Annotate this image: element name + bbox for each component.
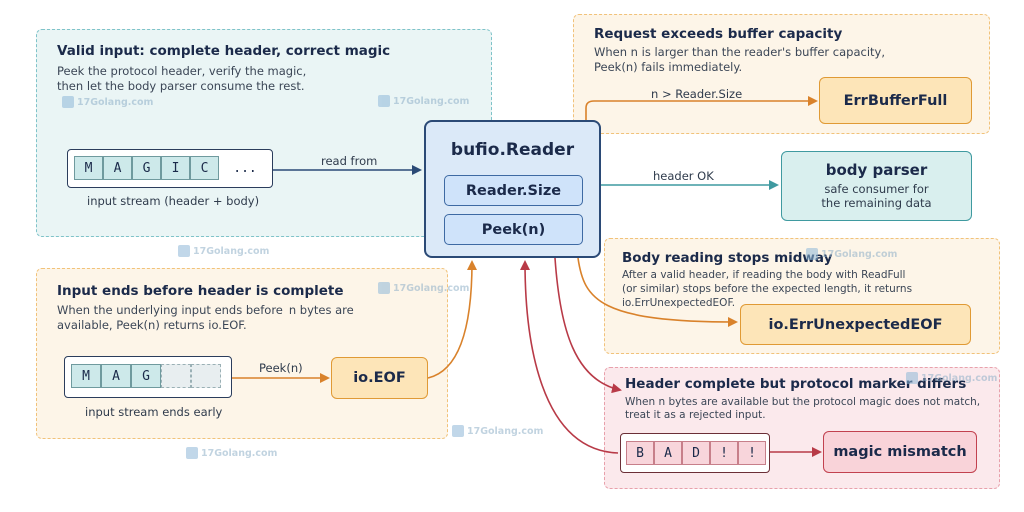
buffer-capacity-title: Request exceeds buffer capacity	[594, 26, 843, 42]
watermark-icon	[806, 248, 818, 260]
watermark-icon	[62, 96, 74, 108]
mismatch-title: Header complete but protocol marker diff…	[625, 376, 967, 392]
eof-return-arrow	[427, 260, 477, 379]
body-parser-title: body parser	[825, 161, 928, 179]
watermark-logo: 17Golang.com	[186, 447, 277, 459]
body-parser-desc: safe consumer for the remaining data	[821, 182, 932, 210]
eof-input-stream: M A G	[64, 356, 232, 398]
stream-byte: M	[74, 156, 103, 180]
stream-byte: G	[132, 156, 161, 180]
bufio-reader-title: bufio.Reader	[450, 140, 575, 160]
watermark-text: 17Golang.com	[201, 447, 278, 459]
stream-empty-byte	[161, 364, 191, 388]
mismatch-desc: When n bytes are available but the proto…	[625, 396, 981, 421]
watermark-logo: 17Golang.com	[906, 372, 997, 384]
bufio-reader-box: bufio.Reader Reader.Size Peek(n)	[424, 120, 601, 258]
watermark-icon	[378, 282, 390, 294]
body-midway-title: Body reading stops midway	[622, 250, 833, 266]
read-from-label: read from	[321, 154, 378, 168]
stream-ellipsis: ...	[233, 160, 257, 176]
unexpected-eof-arrow	[577, 257, 738, 327]
stream-byte: C	[190, 156, 219, 180]
buffer-condition-label: n > Reader.Size	[651, 87, 743, 101]
watermark-icon	[378, 95, 390, 107]
stream-byte: D	[682, 441, 710, 465]
stream-byte: A	[103, 156, 132, 180]
stream-byte: A	[654, 441, 682, 465]
watermark-text: 17Golang.com	[921, 372, 998, 384]
watermark-logo: 17Golang.com	[378, 282, 469, 294]
valid-input-panel: Valid input: complete header, correct ma…	[36, 29, 492, 237]
stream-empty-byte	[191, 364, 221, 388]
valid-input-desc: Peek the protocol header, verify the mag…	[57, 64, 307, 93]
stream-byte: A	[101, 364, 131, 388]
watermark-text: 17Golang.com	[467, 425, 544, 437]
err-unexpected-eof-box: io.ErrUnexpectedEOF	[740, 304, 971, 345]
bad-magic-stream: B A D ! !	[620, 433, 770, 473]
magic-mismatch-box: magic mismatch	[823, 431, 977, 473]
buffer-capacity-desc: When n is larger than the reader's buffe…	[594, 45, 885, 74]
stream-byte: !	[738, 441, 766, 465]
valid-input-stream: M A G I C ...	[67, 149, 273, 188]
stream-byte: M	[71, 364, 101, 388]
watermark-logo: 17Golang.com	[806, 248, 897, 260]
watermark-text: 17Golang.com	[77, 96, 154, 108]
watermark-text: 17Golang.com	[193, 245, 270, 257]
eof-desc: When the underlying input ends before n …	[57, 303, 354, 332]
stream-byte: B	[626, 441, 654, 465]
eof-panel: Input ends before header is complete Whe…	[36, 268, 448, 439]
stream-byte: I	[161, 156, 190, 180]
watermark-icon	[186, 447, 198, 459]
header-ok-label: header OK	[653, 169, 714, 183]
mismatch-entry-arrow	[554, 257, 622, 394]
buffer-full-arrow	[585, 96, 818, 120]
io-eof-box: io.EOF	[331, 357, 428, 399]
watermark-logo: 17Golang.com	[62, 96, 153, 108]
eof-title: Input ends before header is complete	[57, 283, 344, 299]
watermark-text: 17Golang.com	[393, 282, 470, 294]
watermark-icon	[906, 372, 918, 384]
valid-stream-caption: input stream (header + body)	[87, 194, 260, 208]
eof-stream-caption: input stream ends early	[85, 405, 223, 419]
stream-byte: !	[710, 441, 738, 465]
watermark-logo: 17Golang.com	[452, 425, 543, 437]
err-buffer-full-box: ErrBufferFull	[819, 77, 972, 124]
watermark-logo: 17Golang.com	[178, 245, 269, 257]
watermark-icon	[452, 425, 464, 437]
watermark-text: 17Golang.com	[393, 95, 470, 107]
body-midway-desc: After a valid header, if reading the bod…	[622, 269, 913, 309]
stream-byte: G	[131, 364, 161, 388]
valid-input-title: Valid input: complete header, correct ma…	[57, 43, 391, 59]
reader-size-field: Reader.Size	[444, 175, 583, 206]
peek-label: Peek(n)	[259, 361, 303, 375]
mismatch-return-arrow	[520, 260, 619, 454]
peek-field: Peek(n)	[444, 214, 583, 245]
watermark-logo: 17Golang.com	[378, 95, 469, 107]
watermark-text: 17Golang.com	[821, 248, 898, 260]
watermark-icon	[178, 245, 190, 257]
body-parser-box: body parser safe consumer for the remain…	[781, 151, 972, 221]
